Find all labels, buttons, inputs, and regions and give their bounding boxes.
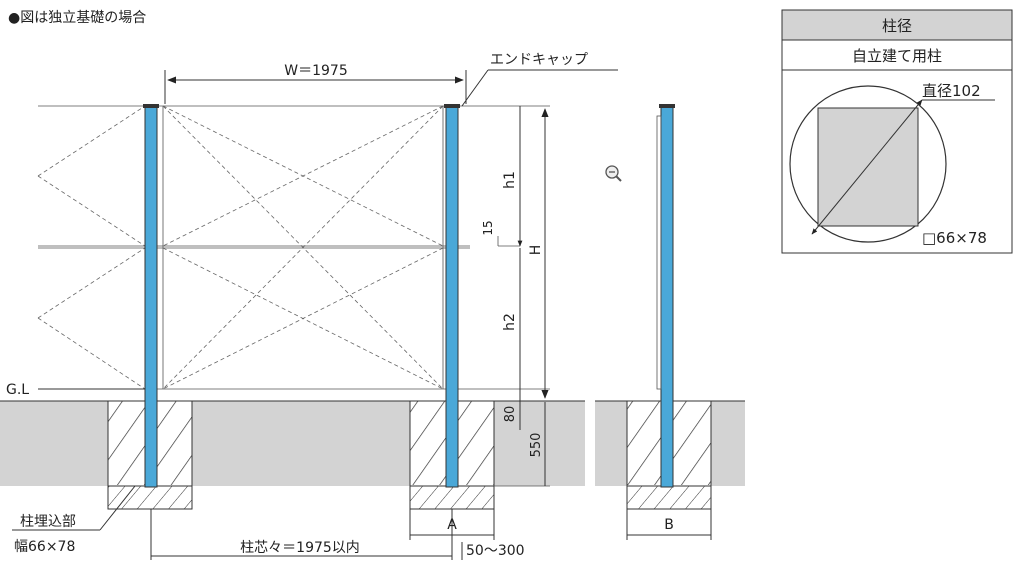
- offset-range-label: 50～300: [466, 543, 525, 559]
- post-side: [656, 104, 675, 488]
- H-label: H: [528, 245, 544, 256]
- post-diameter-table: 柱径 自立建て用柱 直径102 □66×78: [781, 9, 1013, 254]
- gap15-label: 15: [481, 220, 495, 235]
- depth-dimensions: 80 550: [494, 389, 550, 487]
- embed-callout: 柱埋込部 幅66×78: [12, 485, 136, 555]
- h1-label: h1: [502, 171, 518, 189]
- a-dimension: A: [409, 509, 495, 540]
- h2-label: h2: [502, 313, 518, 331]
- diameter-label: 直径102: [922, 82, 981, 100]
- width-dimension: W＝1975: [164, 63, 467, 104]
- pitch-label: 柱芯々＝1975以内: [240, 540, 360, 556]
- end-cap-callout: エンドキャップ: [461, 52, 618, 107]
- height-dimensions: h1 h2 H 15: [470, 105, 550, 399]
- gl-label: G.L: [6, 382, 29, 398]
- a-label: A: [447, 517, 457, 533]
- section-label: □66×78: [922, 229, 987, 247]
- b-label: B: [664, 517, 674, 533]
- end-cap-label: エンドキャップ: [490, 52, 588, 68]
- width-label: W＝1975: [284, 63, 347, 79]
- zoom-out-icon[interactable]: [605, 165, 622, 182]
- page-title: ●図は独立基礎の場合: [8, 9, 146, 26]
- post-right: [444, 104, 460, 488]
- embed-title-label: 柱埋込部: [20, 514, 76, 530]
- embed-width-label: 幅66×78: [14, 539, 75, 555]
- table-row-label: 自立建て用柱: [852, 47, 942, 65]
- post-left: [143, 104, 159, 488]
- table-header: 柱径: [882, 17, 912, 35]
- fence-mesh: [37, 105, 470, 390]
- b-dimension: B: [626, 509, 712, 540]
- depth550-label: 550: [529, 433, 544, 458]
- pitch-dimension: 柱芯々＝1975以内 50～300: [150, 509, 525, 560]
- depth80-label: 80: [503, 406, 518, 423]
